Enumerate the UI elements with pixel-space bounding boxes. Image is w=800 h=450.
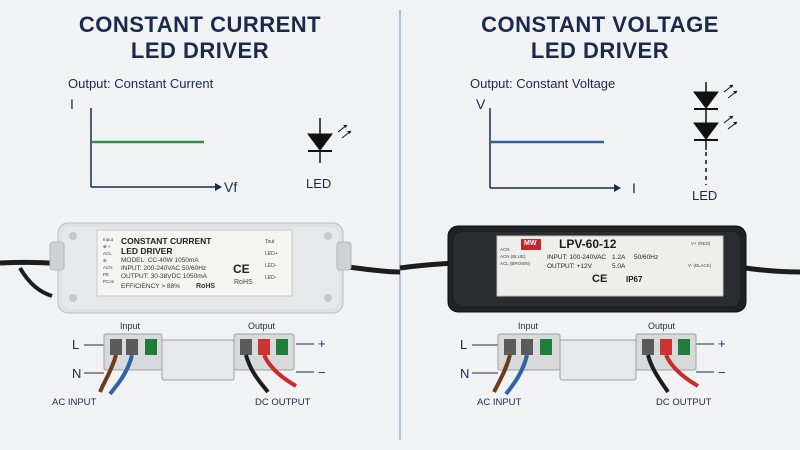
cv-ac-input-label: AC INPUT [477, 397, 522, 408]
cc-ce-mark: CE [233, 262, 250, 276]
cc-minus-label: − [318, 365, 326, 380]
cv-n-label: N [460, 366, 470, 381]
cc-driver-pins-left: Input ⊕ + ACL ⊕ ACN PE PCon [103, 237, 115, 284]
cv-x-axis-label: I [632, 180, 636, 196]
cv-driver-input-freq: 50/60Hz [634, 254, 659, 261]
cc-dc-output-label: DC OUTPUT [255, 397, 311, 408]
cv-plus-label: + [718, 336, 726, 351]
cv-dc-output-label: DC OUTPUT [656, 397, 712, 408]
cv-ce-mark: CE [592, 273, 608, 285]
cc-led-label: LED [306, 176, 332, 191]
cv-driver-output-current: 5.0A [612, 263, 626, 270]
cv-output-label: Output [648, 321, 676, 331]
cc-l-label: L [72, 337, 80, 352]
cv-subtitle: Output: Constant Voltage [470, 76, 616, 91]
cc-driver-illustration [0, 222, 401, 314]
cc-input-label: Input [120, 321, 141, 331]
cv-brand-logo: MW [524, 240, 537, 247]
cv-y-axis-label: V [476, 96, 486, 112]
cc-title-line1: CONSTANT CURRENT [78, 12, 322, 37]
constant-current-panel: CONSTANT CURRENT LED DRIVER Output: Cons… [0, 12, 401, 408]
cv-minus-label: − [718, 365, 726, 380]
cv-driver-illustration [399, 225, 800, 313]
cc-axes [90, 108, 222, 191]
cv-driver-model: LPV-60-12 [559, 237, 617, 251]
cv-ip-rating: IP67 [626, 275, 643, 284]
constant-voltage-panel: CONSTANT VOLTAGE LED DRIVER Output: Cons… [399, 0, 800, 450]
cc-plus-label: + [318, 336, 326, 351]
cv-axes [489, 108, 621, 192]
cc-ac-input-label: AC INPUT [52, 397, 97, 408]
cv-v-plus-pin: V+ (RED) [691, 241, 711, 246]
cv-graph [489, 82, 738, 192]
cv-driver-pins-left: ACN ACN (BLUE) ACL (BROWN) [500, 247, 531, 266]
cc-driver-title1: CONSTANT CURRENT [121, 236, 212, 246]
center-divider [399, 10, 401, 440]
cc-terminal-wiring [84, 333, 314, 396]
cc-rohs-badge: RoHS [196, 283, 216, 290]
cc-driver-title2: LED DRIVER [121, 246, 173, 256]
cv-led-string-icon [693, 82, 738, 185]
cv-title-line2: LED DRIVER [530, 38, 670, 63]
cc-subtitle: Output: Constant Current [68, 76, 214, 91]
cc-driver-model: MODEL: CC-40W 1050mA [121, 257, 199, 264]
cc-driver-pins-right: Tout LED+ LED- LED- [265, 239, 278, 281]
cc-graph [90, 108, 352, 191]
cc-rohs-mark: RoHS [234, 279, 253, 286]
cv-led-label: LED [692, 188, 718, 203]
cc-output-label: Output [248, 321, 276, 331]
cc-driver-output: OUTPUT: 30-38VDC 1050mA [121, 273, 207, 280]
cv-title: CONSTANT VOLTAGE LED DRIVER [400, 12, 800, 64]
cc-y-axis-label: I [70, 96, 74, 112]
cc-driver-input: INPUT: 200-240VAC 50/60Hz [121, 265, 207, 272]
cc-driver-efficiency: EFFICIENCY > 88% [121, 283, 180, 290]
cv-driver-input: INPUT: 100-240VAC [547, 254, 607, 261]
cc-n-label: N [72, 366, 82, 381]
cc-title: CONSTANT CURRENT LED DRIVER [0, 12, 400, 64]
cv-input-label: Input [518, 321, 539, 331]
cv-driver-input-current: 1.2A [612, 254, 626, 261]
cc-title-line2: LED DRIVER [130, 38, 270, 63]
cv-driver-output: OUTPUT: +12V [547, 263, 592, 270]
cv-terminal-wiring [472, 333, 714, 396]
cv-title-line1: CONSTANT VOLTAGE [481, 12, 719, 37]
cc-x-axis-label: Vf [224, 179, 238, 195]
cv-l-label: L [460, 337, 468, 352]
cc-led-symbol-icon [307, 118, 352, 163]
cv-v-minus-pin: V- (BLACK) [688, 263, 712, 268]
